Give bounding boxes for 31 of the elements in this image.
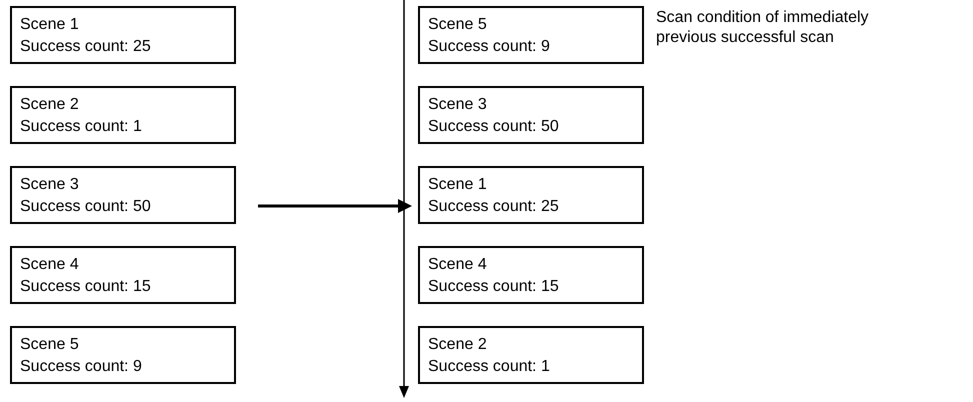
scene-name: Scene 3 [428, 94, 488, 114]
scene-box [10, 6, 236, 64]
scene-box [10, 86, 236, 144]
scene-name: Scene 2 [20, 94, 80, 114]
success-count: Success count: 25 [20, 36, 152, 56]
scene-box [418, 86, 644, 144]
success-count: Success count: 9 [20, 356, 143, 376]
scene-box [10, 326, 236, 384]
scene-name: Scene 1 [428, 174, 488, 194]
scene-box [418, 246, 644, 304]
scene-name: Scene 4 [20, 254, 80, 274]
scene-name: Scene 5 [428, 14, 488, 34]
success-count: Success count: 9 [428, 36, 551, 56]
scene-box [418, 166, 644, 224]
success-count: Success count: 15 [20, 276, 152, 296]
success-count: Success count: 15 [428, 276, 560, 296]
note-text: Scan condition of immediately previous successful scan [656, 8, 870, 48]
success-count: Success count: 1 [20, 116, 143, 136]
success-count: Success count: 1 [428, 356, 551, 376]
scene-name: Scene 5 [20, 334, 80, 354]
scene-box [10, 246, 236, 304]
success-count: Success count: 50 [20, 196, 152, 216]
scene-box [418, 326, 644, 384]
scene-name: Scene 1 [20, 14, 80, 34]
scene-name: Scene 3 [20, 174, 80, 194]
success-count: Success count: 50 [428, 116, 560, 136]
scene-box [10, 166, 236, 224]
scene-name: Scene 4 [428, 254, 488, 274]
scene-name: Scene 2 [428, 334, 488, 354]
scene-box [418, 6, 644, 64]
success-count: Success count: 25 [428, 196, 560, 216]
